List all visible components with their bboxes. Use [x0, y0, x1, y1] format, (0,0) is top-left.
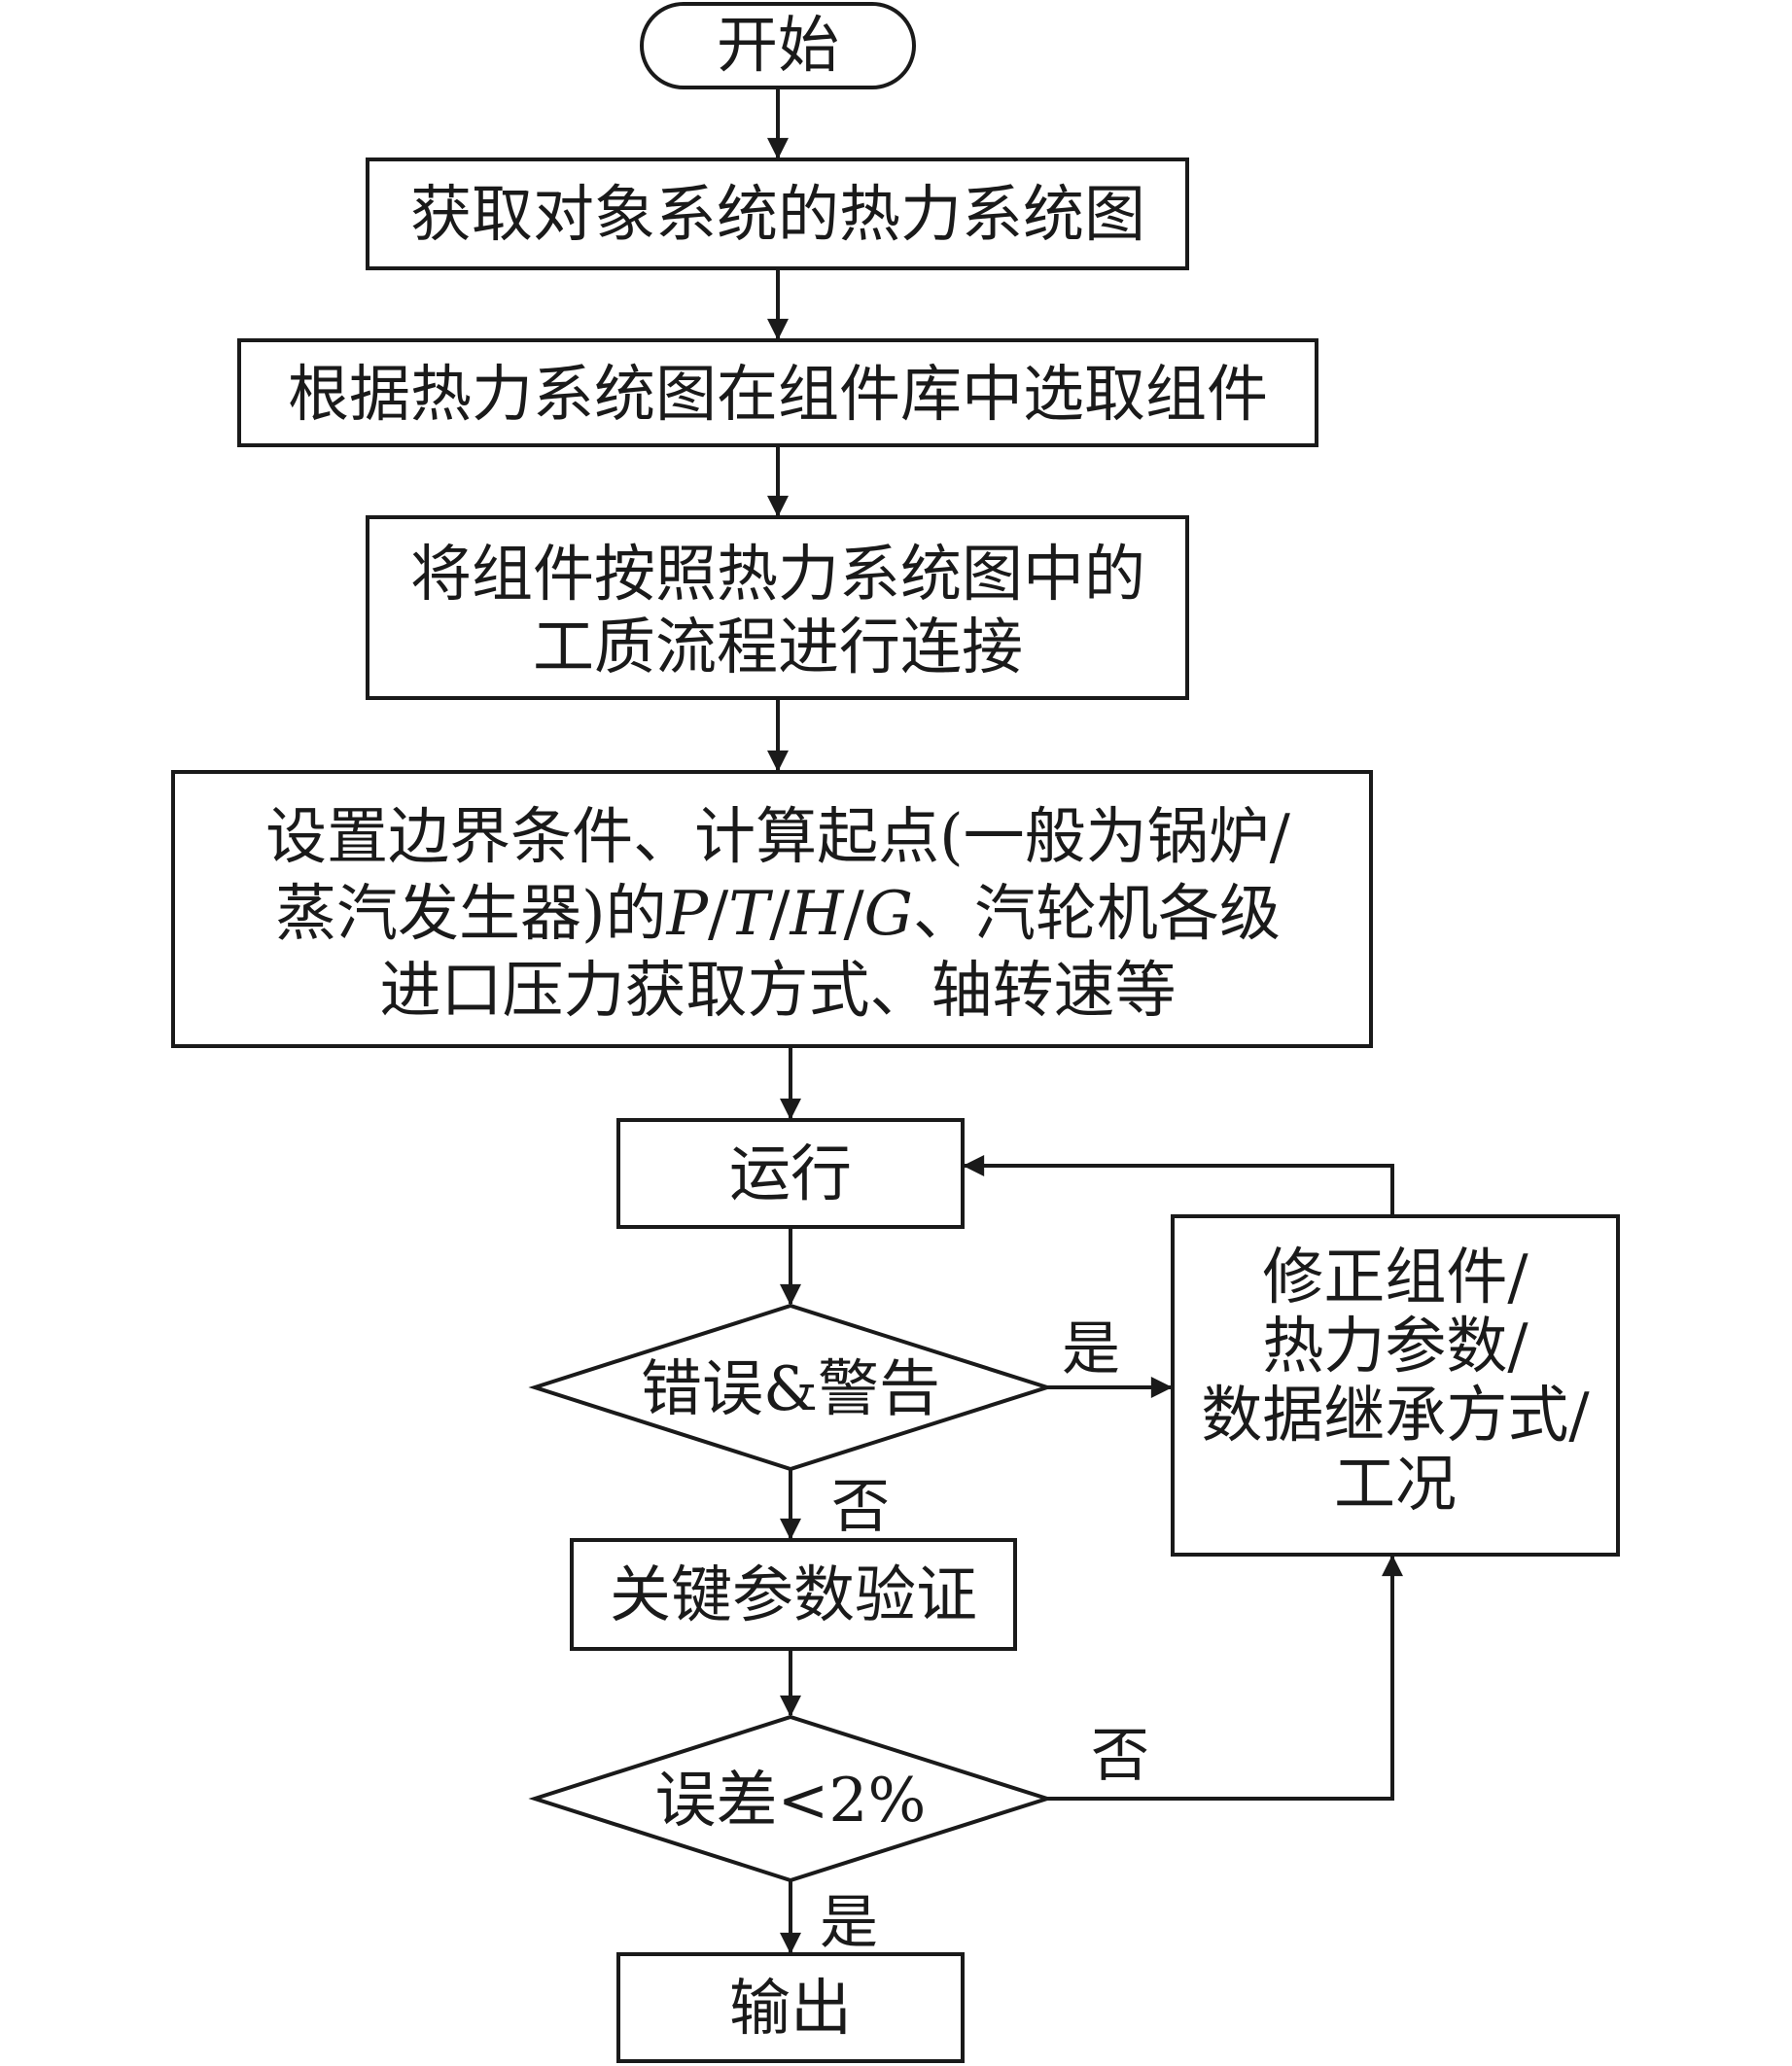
step-boundary-line3: 进口压力获取方式、轴转速等 [380, 955, 1177, 1026]
step-output: 输出 [616, 1952, 965, 2063]
step-fix-components: 修正组件/ 热力参数/ 数据继承方式/ 工况 [1171, 1214, 1620, 1557]
decision-error-threshold-label: 误差<2% [655, 1765, 927, 1836]
step-select-components-label: 根据热力系统图在组件库中选取组件 [288, 359, 1268, 430]
step-boundary-line1: 设置边界条件、计算起点(一般为锅炉/ [265, 801, 1291, 872]
step-fix-line3: 数据继承方式/ [1201, 1380, 1590, 1451]
arrow-fix-to-run [963, 1155, 1394, 1216]
step-select-components: 根据热力系统图在组件库中选取组件 [237, 338, 1318, 447]
step-get-thermal-diagram: 获取对象系统的热力系统图 [366, 158, 1189, 270]
step-connect-line1: 将组件按照热力系统图中的 [410, 539, 1145, 610]
arrow-decision2-no-to-fix [1047, 1555, 1403, 1801]
step-verify-label: 关键参数验证 [610, 1559, 977, 1630]
step-fix-line4: 工况 [1334, 1449, 1457, 1520]
step-verify-key-params: 关键参数验证 [570, 1538, 1017, 1651]
step-get-thermal-diagram-label: 获取对象系统的热力系统图 [410, 179, 1145, 250]
decision-error-warning: 错误&警告 [528, 1303, 1054, 1472]
edge-label-d1-no: 否 [831, 1473, 890, 1541]
step-connect-line2: 工质流程进行连接 [533, 612, 1023, 683]
start-label: 开始 [717, 10, 839, 81]
step-run-label: 运行 [729, 1138, 852, 1209]
step-set-boundary-conditions: 设置边界条件、计算起点(一般为锅炉/ 蒸汽发生器)的P/T/H/G、汽轮机各级 … [171, 770, 1373, 1048]
step-fix-line1: 修正组件/ [1262, 1242, 1528, 1313]
edge-label-d1-yes: 是 [1062, 1315, 1120, 1383]
edge-label-d2-no: 否 [1091, 1722, 1149, 1790]
start-node: 开始 [640, 2, 916, 89]
decision-error-threshold: 误差<2% [528, 1714, 1054, 1883]
step-connect-components: 将组件按照热力系统图中的 工质流程进行连接 [366, 515, 1189, 700]
connectors [767, 88, 1403, 1954]
step-boundary-line2: 蒸汽发生器)的P/T/H/G、汽轮机各级 [275, 878, 1281, 949]
decision-error-warning-label: 错误&警告 [641, 1353, 940, 1424]
step-run: 运行 [616, 1118, 965, 1229]
step-fix-line2: 热力参数/ [1262, 1311, 1528, 1382]
step-output-label: 输出 [729, 1973, 852, 2044]
edge-label-d2-yes: 是 [820, 1889, 878, 1957]
